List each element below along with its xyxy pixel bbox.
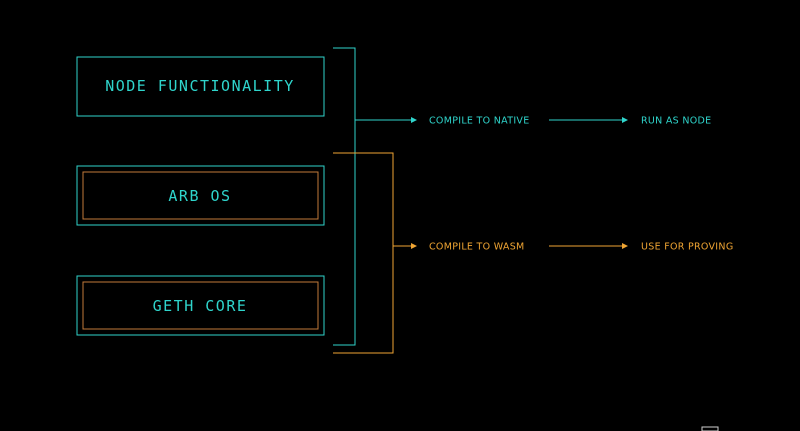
node-functionality-label: NODE FUNCTIONALITY	[105, 77, 295, 95]
native-bracket	[333, 47, 356, 346]
use-for-proving-label: USE FOR PROVING	[641, 242, 733, 253]
corner-mark	[701, 426, 719, 431]
arb-os-box: ARB OS	[76, 165, 325, 226]
node-functionality-box: NODE FUNCTIONALITY	[76, 56, 325, 117]
arb-os-label: ARB OS	[168, 187, 231, 205]
wasm-bracket	[333, 152, 394, 354]
compile-to-native-label: COMPILE TO NATIVE	[429, 116, 530, 127]
geth-core-box: GETH CORE	[76, 275, 325, 336]
run-as-node-label: RUN AS NODE	[641, 116, 711, 127]
geth-core-label: GETH CORE	[153, 297, 248, 315]
compile-to-wasm-label: COMPILE TO WASM	[429, 242, 525, 253]
